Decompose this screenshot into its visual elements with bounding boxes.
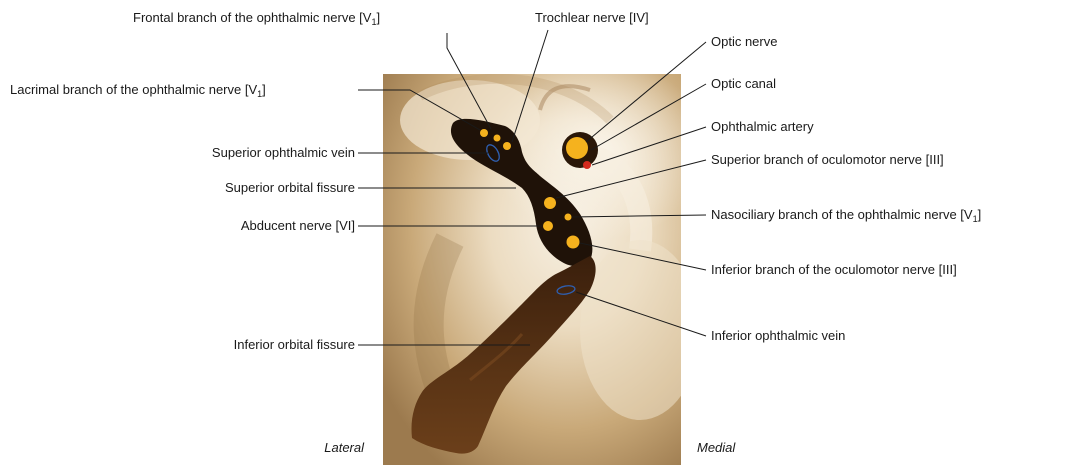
- label-frontal-branch: Frontal branch of the ophthalmic nerve […: [133, 10, 380, 26]
- optic-nerve-dot: [566, 137, 588, 159]
- label-superior-ophthalmic-vein: Superior ophthalmic vein: [212, 145, 355, 161]
- lacrimal-nerve-dot: [480, 129, 488, 137]
- label-nasociliary: Nasociliary branch of the ophthalmic ner…: [711, 207, 981, 223]
- nasociliary-dot: [565, 214, 572, 221]
- label-inferior-orbital-fissure: Inferior orbital fissure: [234, 337, 355, 353]
- ophthalmic-artery-text: Ophthalmic artery: [711, 119, 814, 134]
- inferior-branch-oculomotor-text: Inferior branch of the oculomotor nerve …: [711, 262, 957, 277]
- label-superior-branch-oculomotor: Superior branch of oculomotor nerve [III…: [711, 152, 944, 168]
- label-trochlear: Trochlear nerve [IV]: [535, 10, 649, 26]
- orientation-lateral: Lateral: [324, 440, 364, 456]
- nasociliary-text: Nasociliary branch of the ophthalmic ner…: [711, 207, 973, 222]
- inferior-oculomotor-dot: [567, 236, 580, 249]
- label-optic-canal: Optic canal: [711, 76, 776, 92]
- trochlear-text: Trochlear nerve [IV]: [535, 10, 649, 25]
- label-inferior-ophthalmic-vein: Inferior ophthalmic vein: [711, 328, 845, 344]
- superior-oculomotor-dot: [544, 197, 556, 209]
- inferior-ophthalmic-vein-text: Inferior ophthalmic vein: [711, 328, 845, 343]
- lacrimal-branch-close: ]: [262, 82, 266, 97]
- abducent-nerve-dot: [543, 221, 553, 231]
- superior-branch-oculomotor-text: Superior branch of oculomotor nerve [III…: [711, 152, 944, 167]
- label-lacrimal-branch: Lacrimal branch of the ophthalmic nerve …: [10, 82, 266, 98]
- label-inferior-branch-oculomotor: Inferior branch of the oculomotor nerve …: [711, 262, 957, 278]
- superior-orbital-fissure-text: Superior orbital fissure: [225, 180, 355, 195]
- ophthalmic-artery-dot: [583, 161, 591, 169]
- medial-text: Medial: [697, 440, 735, 455]
- optic-canal-text: Optic canal: [711, 76, 776, 91]
- lacrimal-branch-text: Lacrimal branch of the ophthalmic nerve …: [10, 82, 257, 97]
- abducent-text: Abducent nerve [VI]: [241, 218, 355, 233]
- label-optic-nerve: Optic nerve: [711, 34, 777, 50]
- label-abducent: Abducent nerve [VI]: [241, 218, 355, 234]
- orientation-medial: Medial: [697, 440, 735, 456]
- inferior-orbital-fissure-text: Inferior orbital fissure: [234, 337, 355, 352]
- frontal-branch-text: Frontal branch of the ophthalmic nerve […: [133, 10, 371, 25]
- lateral-text: Lateral: [324, 440, 364, 455]
- optic-nerve-text: Optic nerve: [711, 34, 777, 49]
- trochlear-nerve-dot: [503, 142, 511, 150]
- frontal-branch-close: ]: [376, 10, 380, 25]
- label-ophthalmic-artery: Ophthalmic artery: [711, 119, 814, 135]
- frontal-nerve-dot: [494, 135, 501, 142]
- superior-ophthalmic-vein-text: Superior ophthalmic vein: [212, 145, 355, 160]
- label-superior-orbital-fissure: Superior orbital fissure: [225, 180, 355, 196]
- nasociliary-close: ]: [978, 207, 982, 222]
